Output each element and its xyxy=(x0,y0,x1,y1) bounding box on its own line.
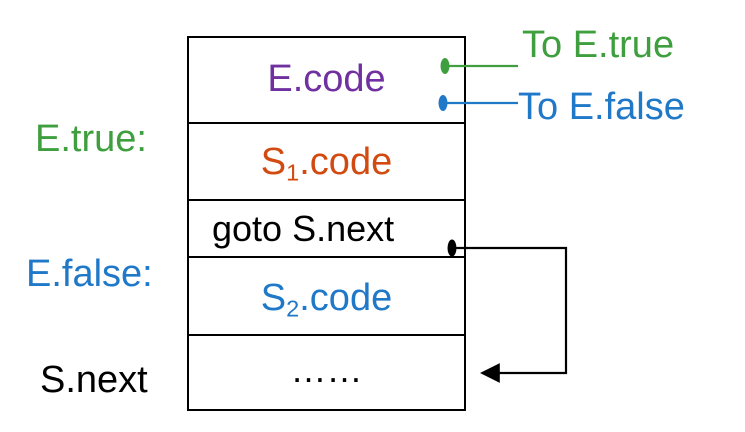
e-false-exit-dot xyxy=(438,95,448,111)
s-next-label: S.next xyxy=(40,359,148,401)
s1-prefix: S xyxy=(260,141,287,183)
e-true-label: E.true: xyxy=(35,118,147,160)
s2-suffix: .code xyxy=(299,277,393,319)
goto-block-label: goto S.next xyxy=(212,208,395,249)
goto-jump-arrow xyxy=(452,246,568,383)
e-true-exit-dot xyxy=(440,58,450,74)
to-e-false-annotation: To E.false xyxy=(518,86,685,128)
s1-suffix: .code xyxy=(299,141,393,183)
s2-code-block-label: S2.code xyxy=(188,277,465,320)
ellipsis-block-label: …… xyxy=(290,349,363,390)
to-e-true-annotation: To E.true xyxy=(522,24,675,66)
s1-subscript: 1 xyxy=(286,159,300,186)
goto-exit-dot xyxy=(447,239,457,257)
s1-code-block-label: S1.code xyxy=(188,141,465,184)
s2-prefix: S xyxy=(260,277,287,319)
s2-subscript: 2 xyxy=(286,295,300,322)
e-code-block-label: E.code xyxy=(267,58,386,100)
code-layout-box xyxy=(187,36,466,411)
e-false-label: E.false: xyxy=(26,253,153,295)
